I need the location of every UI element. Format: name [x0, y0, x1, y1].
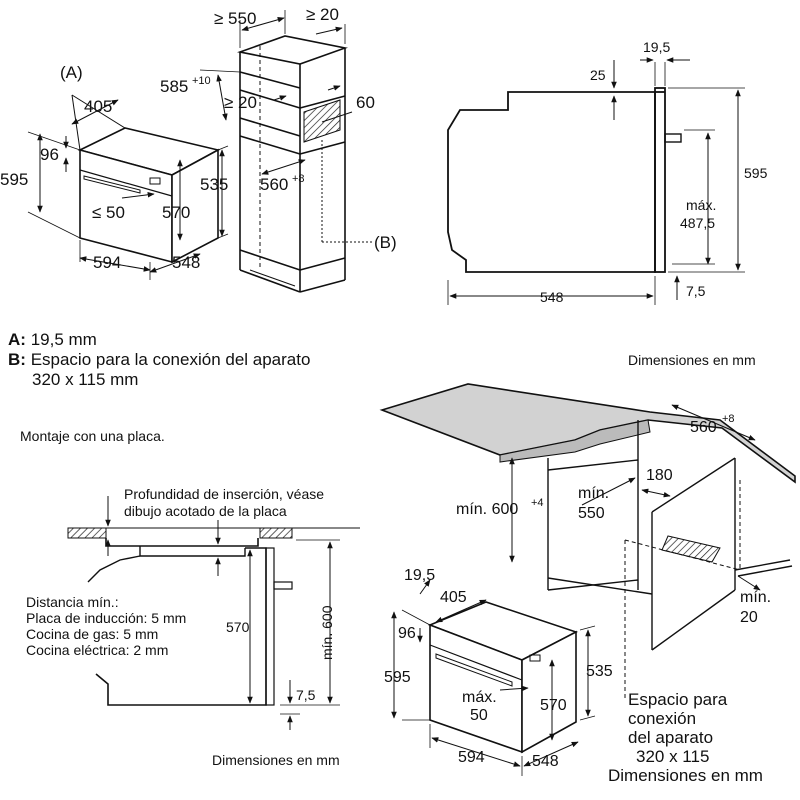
dims-hob-section: [105, 496, 340, 730]
label-96: 96: [40, 145, 59, 164]
conn-note-2: conexión: [628, 709, 697, 728]
label-min600-sup-br: +4: [531, 497, 544, 509]
dims-side-section: [447, 57, 745, 305]
legend-b-text-2: 320 x 115 mm: [32, 370, 139, 389]
conn-note-3: del aparato: [628, 728, 714, 747]
label-min550-a: mín.: [578, 485, 609, 502]
label-585: 585: [160, 77, 188, 96]
label-min20-b: 20: [740, 609, 758, 626]
distance-title: Distancia mín.:: [26, 594, 119, 610]
label-595-br: 595: [384, 669, 411, 686]
label-560: 560: [260, 175, 288, 194]
label-60: 60: [356, 93, 375, 112]
legend-b-key: B:: [8, 350, 26, 369]
label-560-sup: +8: [292, 173, 305, 185]
dims-top-left: [27, 94, 229, 280]
label-585-sup: +10: [192, 75, 211, 87]
label-25: 25: [590, 67, 606, 83]
legend-a-text: 19,5 mm: [30, 330, 97, 349]
dims-cabinet: [199, 10, 372, 243]
label-max-a-br: máx.: [462, 689, 497, 706]
distance-induction: Placa de inducción: 5 mm: [26, 610, 187, 626]
legend-a: A: 19,5 mm: [8, 330, 97, 350]
label-405: 405: [84, 97, 112, 116]
countertop: [379, 383, 796, 484]
depth-note-1: Profundidad de inserción, véase: [124, 486, 325, 502]
label-96-br: 96: [398, 625, 416, 642]
built-in-cabinet: [547, 420, 793, 700]
label-595: 595: [0, 170, 28, 189]
label-7-5: 7,5: [686, 283, 706, 299]
label-min600-hob: mín. 600: [319, 605, 335, 660]
label-548-br: 548: [532, 753, 559, 770]
dims-note-bottom-right: Dimensiones en mm: [608, 766, 763, 785]
conn-note-1: Espacio para: [628, 690, 728, 709]
label-560-br: 560: [690, 419, 717, 436]
label-19-5: 19,5: [643, 39, 670, 55]
legend-a-key: A:: [8, 330, 26, 349]
legend-b: B: Espacio para la conexión del aparato: [8, 350, 310, 370]
label-b-marker: (B): [374, 233, 397, 252]
label-570-hob: 570: [226, 619, 250, 635]
labels-bottom-left-dims: 570 mín. 600 7,5: [226, 605, 335, 703]
label-594-br: 594: [458, 749, 485, 766]
label-405-br: 405: [440, 589, 467, 606]
connection-space-hatch: [303, 99, 341, 143]
dims-note-top: Dimensiones en mm: [628, 352, 756, 368]
labels-bottom-right: 560 +8 180 mín. 600 +4 mín. 550 mín. 20 …: [384, 413, 771, 770]
label-180: 180: [646, 467, 673, 484]
label-ge550: ≥ 550: [214, 9, 256, 28]
oven-iso-bottom-right: [427, 601, 579, 754]
label-548: 548: [172, 253, 200, 272]
labels-top-right: 19,5 25 595 máx. 487,5 548 7,5: [540, 39, 768, 305]
label-ge20b: ≥ 20: [224, 93, 257, 112]
label-7-5-hob: 7,5: [296, 687, 316, 703]
conn-note-4: 320 x 115: [636, 747, 710, 766]
labels-top-left: (A) 405 96 595 ≤ 50 570 594 548 535 ≥ 55…: [0, 5, 397, 272]
label-595-side: 595: [744, 165, 768, 181]
depth-note-2: dibujo acotado de la placa: [124, 503, 287, 519]
label-min550-b: 550: [578, 505, 605, 522]
mounting-title: Montaje con una placa.: [20, 428, 165, 444]
oven-side-section: [447, 87, 682, 273]
label-570: 570: [162, 203, 190, 222]
legend-b-text-1: Espacio para la conexión del aparato: [30, 350, 311, 369]
label-max: máx.: [686, 197, 716, 213]
label-a-marker: (A): [60, 63, 83, 82]
oven-iso-top-left: [77, 127, 221, 264]
label-570-br: 570: [540, 697, 567, 714]
label-560-sup-br: +8: [722, 413, 735, 425]
label-min20-a: mín.: [740, 589, 771, 606]
label-535-br: 535: [586, 663, 613, 680]
label-487-5: 487,5: [680, 215, 715, 231]
label-min600-br: mín. 600: [456, 501, 518, 518]
label-le50: ≤ 50: [92, 203, 125, 222]
connection-space-hatch-2: [661, 535, 721, 563]
label-19-5-br: 19,5: [404, 567, 435, 584]
dims-built-in: [391, 404, 761, 776]
label-594: 594: [93, 253, 121, 272]
label-max-b-br: 50: [470, 707, 488, 724]
label-535: 535: [200, 175, 228, 194]
distance-gas: Cocina de gas: 5 mm: [26, 626, 159, 642]
label-548-side: 548: [540, 289, 564, 305]
label-ge20a: ≥ 20: [306, 5, 339, 24]
distance-electric: Cocina eléctrica: 2 mm: [26, 642, 169, 658]
cabinet-column: [237, 35, 348, 293]
dims-note-bottom-left: Dimensiones en mm: [212, 752, 340, 768]
